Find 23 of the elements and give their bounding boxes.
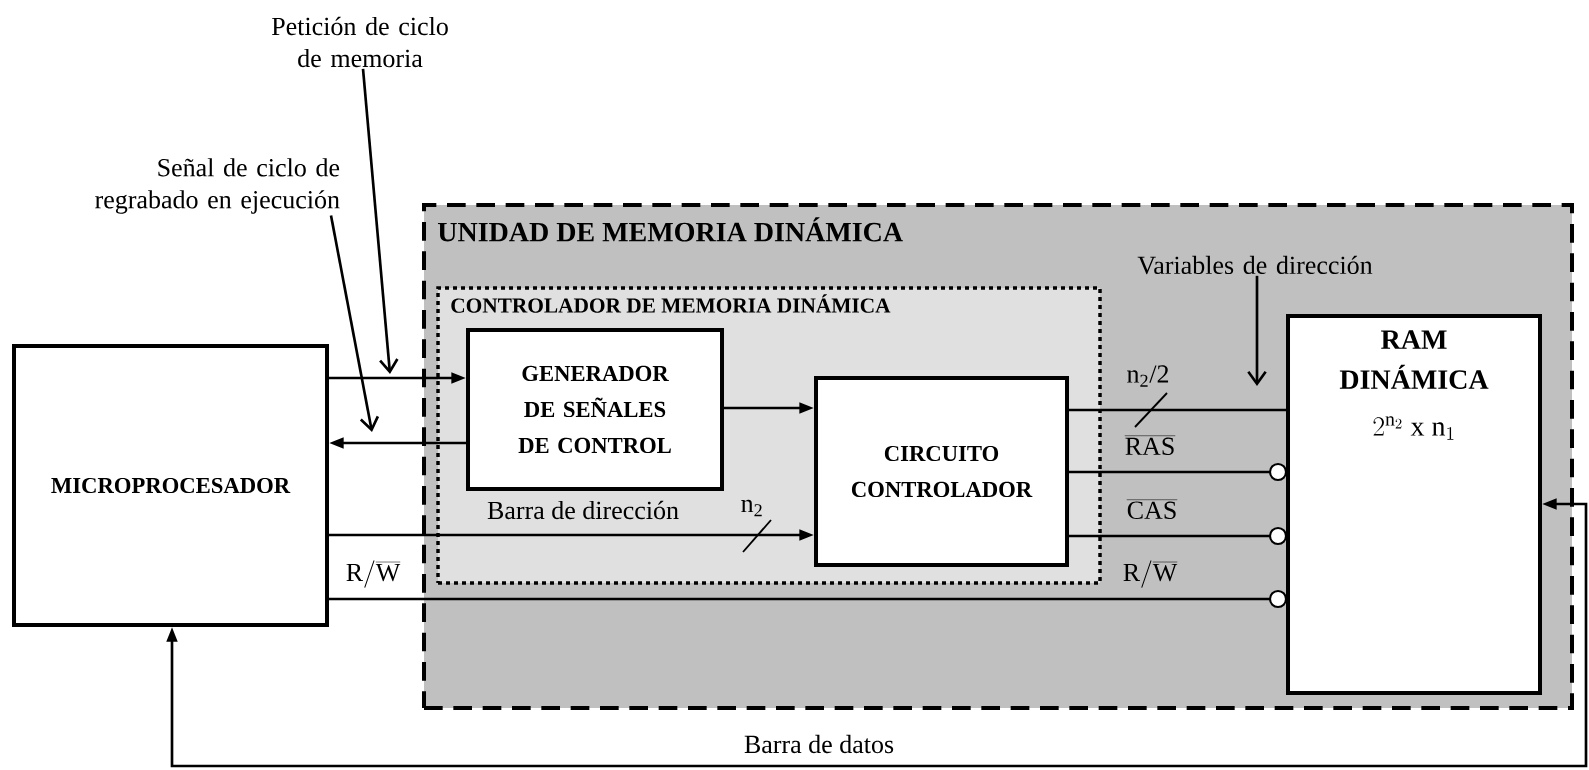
annotation-text: Señal de ciclo de regrabado en ejecución	[95, 158, 340, 214]
process-box: GENERADOR DE SEÑALES DE CONTROL	[466, 328, 724, 491]
memory-box: RAM DINÁMICA $2^{\mathrm{n}_2}\ \mathrm{x}\ \mathrm{n}_1$	[1286, 314, 1542, 695]
process-box: CIRCUITO CONTROLADOR	[814, 376, 1069, 567]
connector-arrow	[166, 498, 1588, 768]
edge-label: Barra de dirección	[485, 499, 681, 521]
signal-label: $\mathrm{R}/\overline{\mathrm{W}}$	[346, 560, 401, 588]
signal-line	[1069, 462, 1288, 482]
leader-arrow	[361, 68, 399, 374]
signal-label: $\overline{\mathrm{CAS}}$	[1126, 499, 1178, 520]
annotation-text: Variables de dirección	[1137, 255, 1373, 275]
leader-arrow	[329, 215, 380, 432]
connector-line	[1069, 408, 1286, 412]
annotation-text: Petición de ciclo de memoria	[271, 16, 448, 68]
signal-label: $\overline{\mathrm{RAS}}$	[1124, 435, 1176, 456]
signal-line	[1069, 526, 1288, 546]
signal-label: n$_{2}$/2	[1127, 365, 1169, 387]
leader-arrow	[1247, 275, 1267, 386]
signal-line	[329, 589, 1288, 609]
signal-label: n$_{2}$	[741, 499, 762, 517]
edge-label: Barra de datos	[742, 733, 896, 755]
processor-box: MICROPROCESADOR	[12, 344, 329, 627]
signal-label: $\mathrm{R}/\overline{\mathrm{W}}$	[1123, 560, 1178, 588]
